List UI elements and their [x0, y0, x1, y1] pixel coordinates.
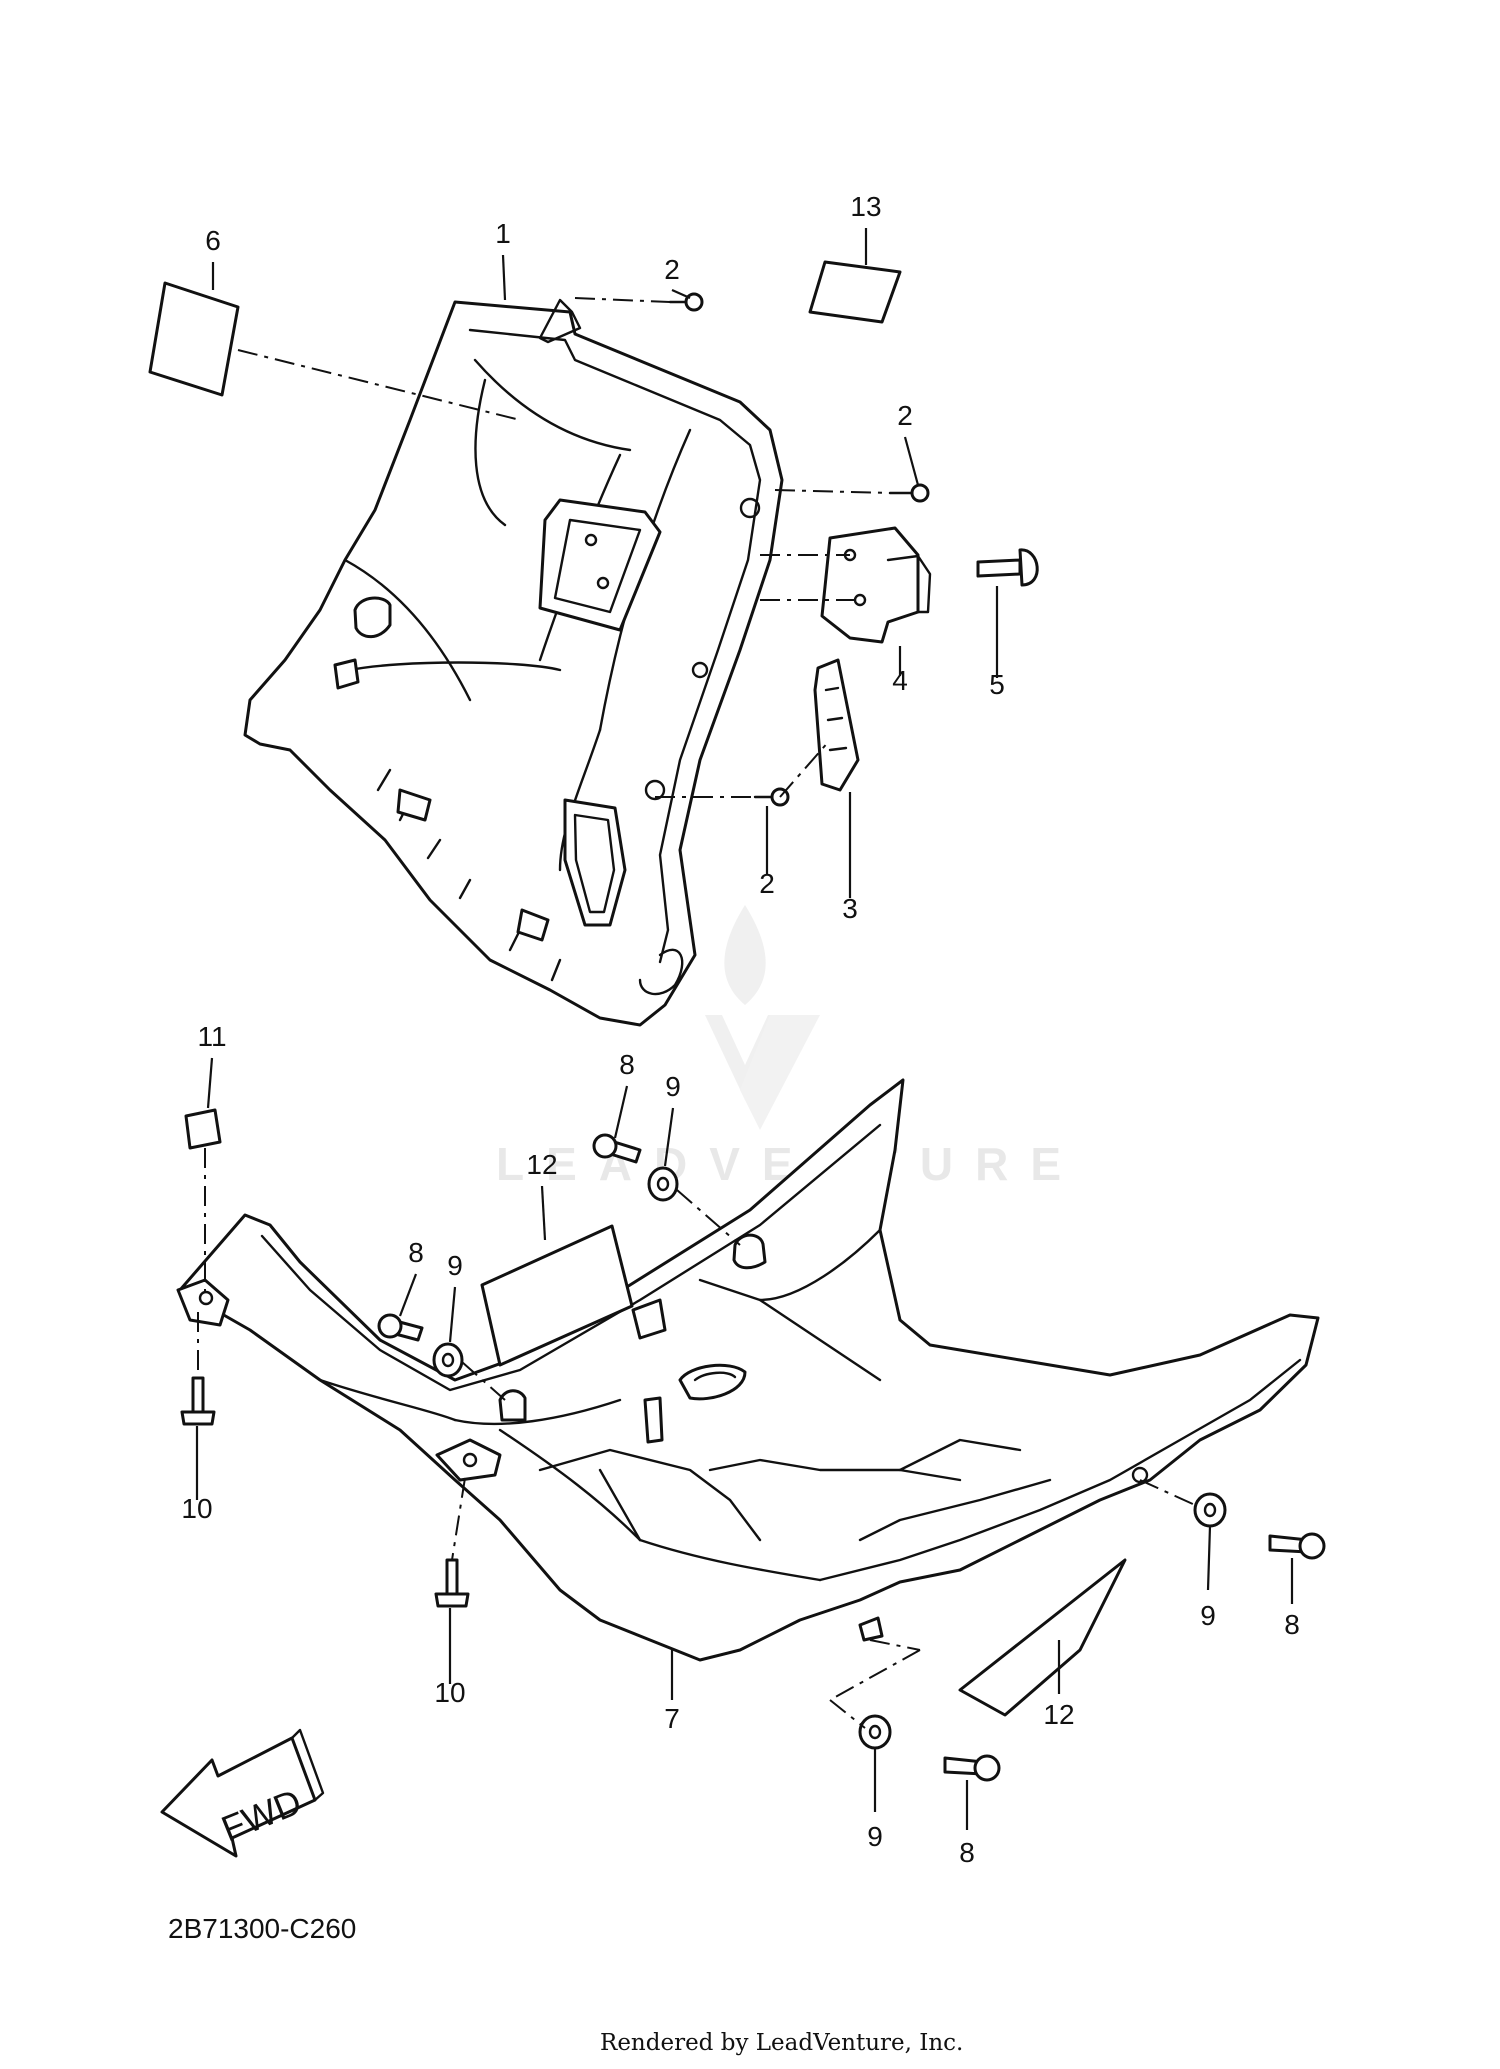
- callout-2: 2: [759, 868, 775, 899]
- callout-8: 8: [1284, 1609, 1300, 1640]
- callout-1: 1: [495, 218, 511, 249]
- watermark-logo: LEADVENTURE: [496, 905, 1083, 1190]
- render-credit: Rendered by LeadVenture, Inc.: [600, 2030, 963, 2056]
- part-13-label: [808, 260, 902, 324]
- callout-4: 4: [892, 665, 908, 696]
- callout-12: 12: [1043, 1699, 1074, 1730]
- callout-3: 3: [842, 893, 858, 924]
- callout-8: 8: [408, 1237, 424, 1268]
- callout-7: 7: [664, 1703, 680, 1734]
- callout-9: 9: [665, 1071, 681, 1102]
- callout-9: 9: [867, 1821, 883, 1852]
- part-12-label-upper: [480, 1224, 634, 1367]
- assembly-lines: [197, 297, 1196, 1729]
- part-12-label-lower: [958, 1558, 1127, 1717]
- callout-9: 9: [1200, 1600, 1216, 1631]
- callout-11: 11: [197, 1021, 226, 1052]
- fwd-arrow: FWD: [160, 1728, 325, 1858]
- part-11-clip-nut: [184, 1108, 222, 1150]
- watermark-text: LEADVENTURE: [496, 1138, 1083, 1190]
- part-6-pad: [148, 281, 240, 397]
- callout-2: 2: [664, 254, 680, 285]
- callout-8: 8: [959, 1837, 975, 1868]
- part-4-bracket: [820, 526, 932, 644]
- part-3-plate: [813, 658, 860, 792]
- callout-6: 6: [205, 225, 221, 256]
- fasteners: [180, 292, 1326, 1782]
- leg-shield-upper: [243, 298, 784, 1027]
- callout-13: 13: [850, 191, 881, 222]
- leader-lines: [195, 228, 1294, 1830]
- callout-9: 9: [447, 1250, 463, 1281]
- callout-5: 5: [989, 669, 1005, 700]
- callout-10: 10: [434, 1677, 465, 1708]
- callout-8: 8: [619, 1049, 635, 1080]
- callout-12: 12: [526, 1149, 557, 1180]
- callout-10: 10: [181, 1493, 212, 1524]
- callout-2: 2: [897, 400, 913, 431]
- leg-shield-lower: [176, 1078, 1320, 1662]
- diagram-code: 2B71300-C260: [168, 1913, 356, 1944]
